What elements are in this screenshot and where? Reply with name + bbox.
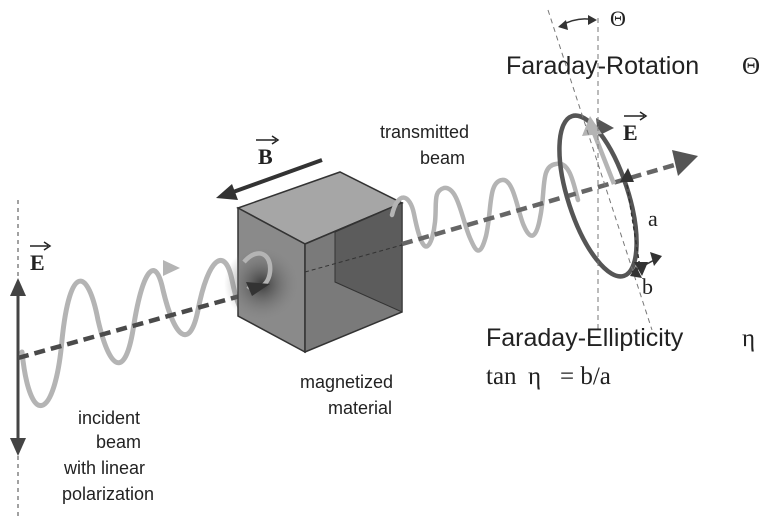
incident-label-line3: with linear — [63, 458, 145, 478]
incident-wave — [19, 257, 263, 408]
magnetized-label-line2: material — [328, 398, 392, 418]
incident-e-vector-arrow — [30, 241, 52, 251]
transmitted-label-line1: transmitted — [380, 122, 469, 142]
b-vector-arrow — [256, 135, 280, 145]
propagation-axis-in-cube — [304, 244, 403, 273]
propagation-axis-incident — [17, 293, 241, 361]
transmitted-wave — [389, 161, 581, 253]
b-field-symbol: B — [258, 144, 273, 169]
incident-e-symbol: E — [30, 250, 45, 275]
cube-inner-face — [334, 202, 403, 313]
semi-axis-a-label: a — [648, 206, 658, 231]
propagation-axis-transmitted — [401, 161, 679, 247]
faraday-rotation-theta: Θ — [742, 53, 760, 80]
propagation-axis-arrowhead — [672, 150, 698, 176]
incident-wave-arrowhead — [163, 260, 180, 276]
faraday-ellipticity-eta: η — [742, 325, 755, 352]
tan-eta: η — [528, 363, 541, 390]
transmitted-label-line2: beam — [420, 148, 465, 168]
ratio-label: = b/a — [560, 363, 611, 390]
magnetized-cube — [224, 171, 404, 354]
transmitted-e-symbol: E — [623, 120, 638, 145]
incident-e-field-arrow — [10, 278, 26, 456]
incident-label-line4: polarization — [62, 484, 154, 504]
polarization-ellipse — [557, 113, 639, 279]
transmitted-e-vector-arrow — [624, 111, 648, 121]
b-field-arrowhead — [216, 184, 238, 200]
incident-label-line1: incident — [78, 408, 140, 428]
b-field-arrow — [221, 158, 323, 198]
theta-symbol: Θ — [610, 6, 626, 31]
magnetized-label-line1: magnetized — [300, 372, 393, 392]
semi-axis-a — [625, 177, 641, 269]
faraday-ellipticity-label: Faraday-Ellipticity — [486, 324, 684, 352]
ellipse-direction-arrowhead — [596, 118, 614, 136]
faraday-rotation-label: Faraday-Rotation — [506, 52, 699, 80]
incident-label-line2: beam — [96, 432, 141, 452]
rotated-e-field-arrow — [589, 127, 617, 185]
axis-arrowhead-in-cube — [246, 282, 270, 296]
tan-label: tan — [486, 363, 517, 390]
semi-axis-b-label: b — [642, 274, 653, 299]
